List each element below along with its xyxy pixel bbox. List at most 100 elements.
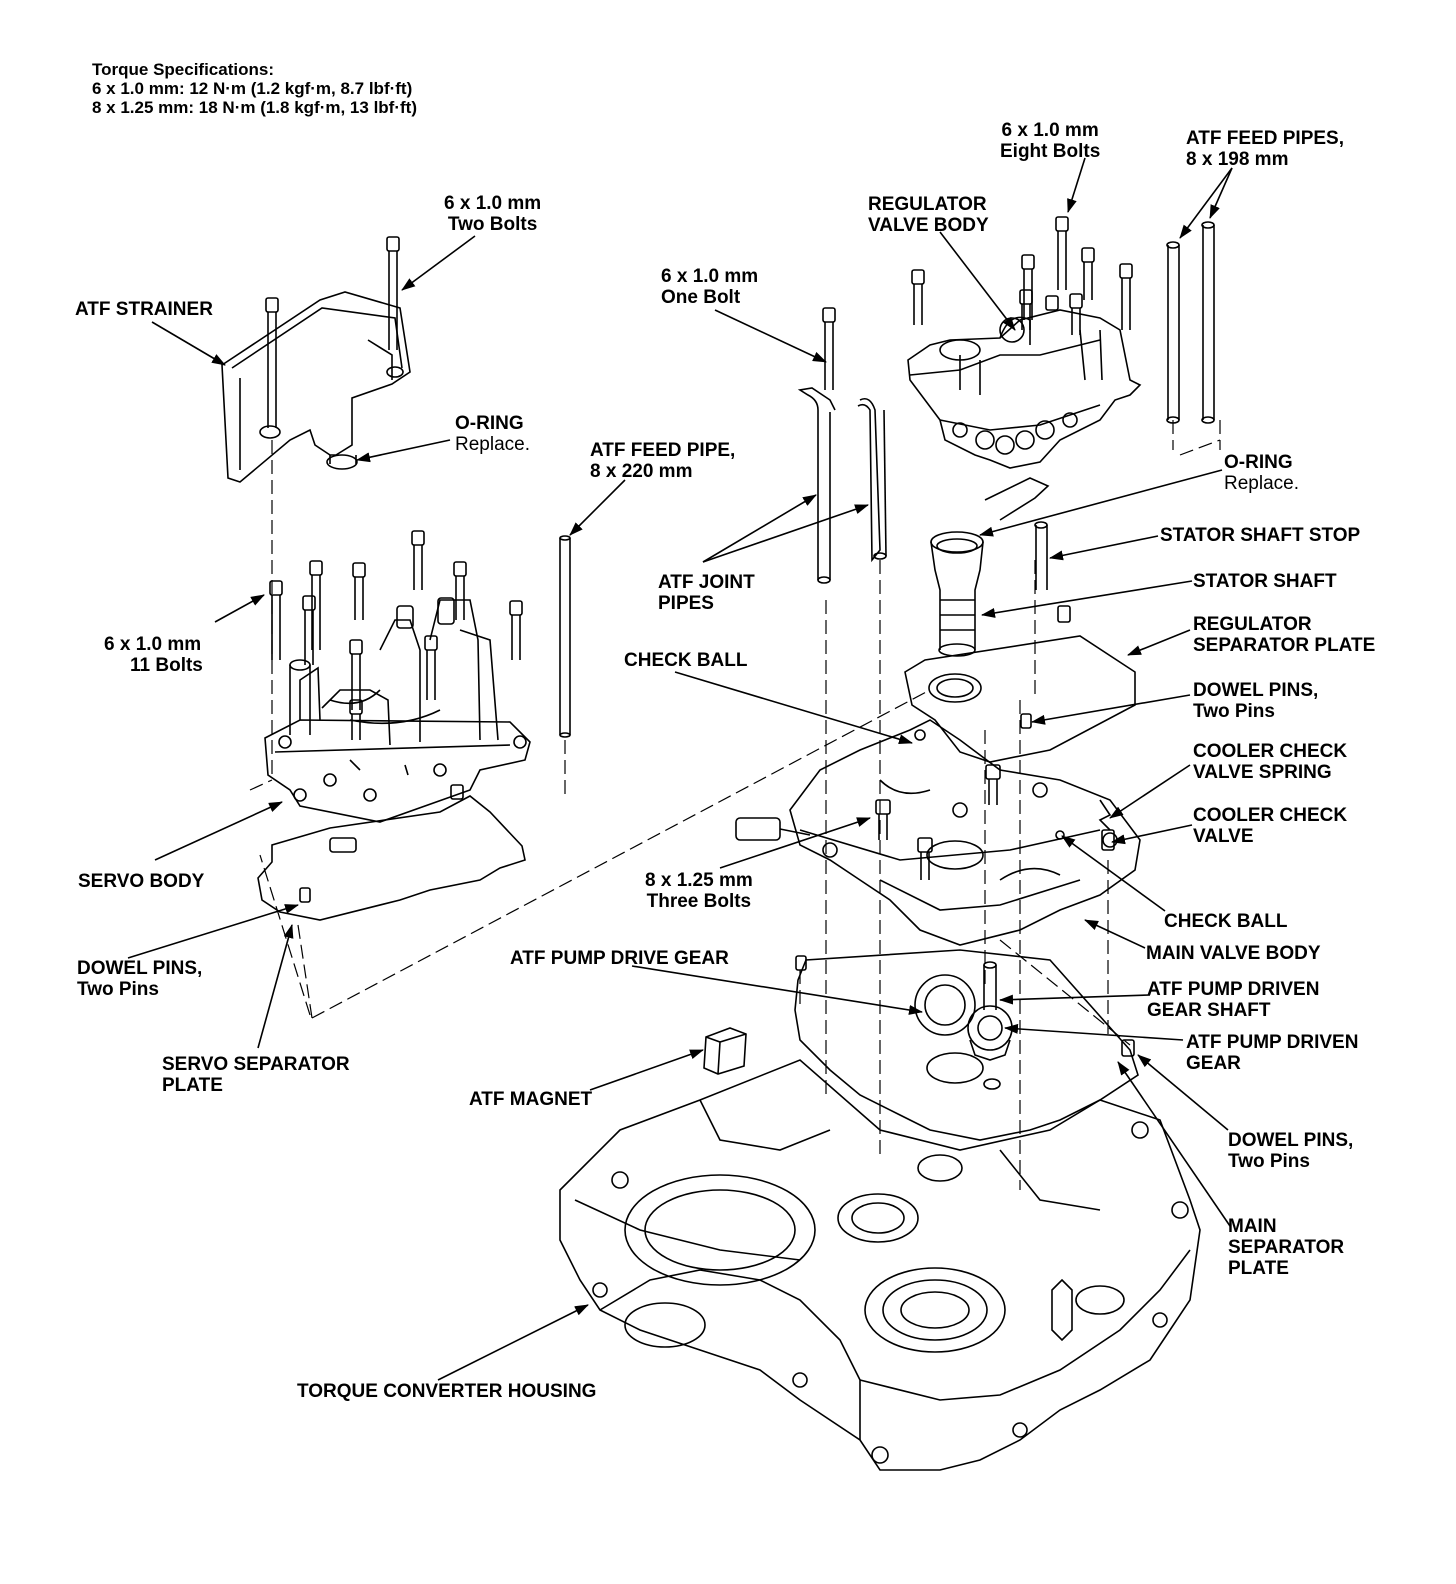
leader-arrows <box>127 157 1233 1381</box>
feed-pipes-198-part <box>1166 221 1215 424</box>
label-line: ATF STRAINER <box>75 299 213 320</box>
label-line: STATOR SHAFT STOP <box>1160 525 1361 546</box>
label-line: ATF MAGNET <box>469 1089 593 1110</box>
label-cooler-check-valve: COOLER CHECK VALVE <box>1193 805 1347 847</box>
label-line: Eight Bolts <box>1000 141 1101 162</box>
label-line: Two Pins <box>1193 701 1275 722</box>
label-line: One Bolt <box>661 287 741 308</box>
servo-body-part <box>264 597 531 823</box>
label-line: 11 Bolts <box>130 655 203 676</box>
label-line: 6 x 1.0 mm <box>444 193 542 214</box>
label-line: Two Bolts <box>447 214 538 235</box>
servo-bolts <box>269 530 523 800</box>
main-valve-body-part <box>735 719 1141 946</box>
label-line: DOWEL PINS, <box>77 958 203 979</box>
label-line: DOWEL PINS, <box>1193 680 1319 701</box>
label-one-bolt: 6 x 1.0 mm One Bolt <box>661 266 758 308</box>
label-line: PLATE <box>1228 1258 1289 1279</box>
torque-specifications: Torque Specifications: 6 x 1.0 mm: 12 N·… <box>92 60 417 117</box>
label-line: TORQUE CONVERTER HOUSING <box>297 1381 597 1402</box>
label-dowel-pins-main: DOWEL PINS, Two Pins <box>1228 1130 1353 1172</box>
label-main-separator-plate: MAIN SEPARATOR PLATE <box>1228 1216 1344 1279</box>
label-dowel-pins-servo: DOWEL PINS, Two Pins <box>77 958 202 1000</box>
label-line: 6 x 1.0 mm <box>661 266 759 287</box>
label-line: SEPARATOR PLATE <box>1193 635 1376 656</box>
label-line: PLATE <box>162 1075 223 1096</box>
label-servo-eleven-bolts: 6 x 1.0 mm 11 Bolts <box>104 634 203 676</box>
label-line: ATF JOINT <box>658 572 755 593</box>
label-line: REGULATOR <box>868 194 987 215</box>
label-line: ATF PUMP DRIVEN <box>1186 1032 1359 1053</box>
servo-separator-plate-part <box>257 795 526 921</box>
label-line: ATF PUMP DRIVE GEAR <box>510 948 729 969</box>
label-eight-bolts: 6 x 1.0 mm Eight Bolts <box>1000 120 1100 162</box>
label-line: 6 x 1.0 mm <box>104 634 202 655</box>
label-atf-feed-pipes-198: ATF FEED PIPES, 8 x 198 mm <box>1186 128 1344 170</box>
label-line: 6 x 1.0 mm <box>1001 120 1099 141</box>
label-line: SERVO BODY <box>78 871 205 892</box>
regulator-bolts <box>911 216 1133 335</box>
label-line: VALVE SPRING <box>1193 762 1332 783</box>
label-line: O-RING <box>455 413 524 434</box>
label-note: Replace. <box>1224 473 1299 494</box>
label-atf-magnet: ATF MAGNET <box>469 1089 592 1110</box>
label-main-three-bolts: 8 x 1.25 mm Three Bolts <box>645 870 753 912</box>
label-line: DOWEL PINS, <box>1228 1130 1354 1151</box>
label-atf-feed-pipe-220: ATF FEED PIPE, 8 x 220 mm <box>590 440 735 482</box>
label-dowel-pins-regulator: DOWEL PINS, Two Pins <box>1193 680 1318 722</box>
label-line: COOLER CHECK <box>1193 741 1348 762</box>
joint-pipes-part <box>797 387 887 584</box>
pump-gears-part <box>914 961 1013 1090</box>
label-stator-shaft: STATOR SHAFT <box>1193 571 1337 592</box>
label-torque-converter-housing: TORQUE CONVERTER HOUSING <box>297 1381 596 1402</box>
label-atf-strainer: ATF STRAINER <box>75 299 213 320</box>
label-strainer-two-bolts: 6 x 1.0 mm Two Bolts <box>444 193 541 235</box>
label-line: COOLER CHECK <box>1193 805 1348 826</box>
label-stator-o-ring: O-RING Replace. <box>1224 452 1299 494</box>
atf-magnet-part <box>703 1027 747 1075</box>
torque-spec-line: 8 x 1.25 mm: 18 N·m (1.8 kgf·m, 13 lbf·f… <box>92 98 417 117</box>
label-line: CHECK BALL <box>1164 911 1288 932</box>
label-line: STATOR SHAFT <box>1193 571 1337 592</box>
label-line: ATF FEED PIPES, <box>1186 128 1345 149</box>
alignment-lines <box>249 420 1221 1190</box>
label-line: VALVE BODY <box>868 215 989 236</box>
label-atf-pump-drive-gear: ATF PUMP DRIVE GEAR <box>510 948 729 969</box>
label-main-valve-body: MAIN VALVE BODY <box>1146 943 1321 964</box>
label-line: 8 x 198 mm <box>1186 149 1289 170</box>
label-check-ball-lower: CHECK BALL <box>1164 911 1288 932</box>
label-line: SERVO SEPARATOR <box>162 1054 350 1075</box>
feed-pipe-220-part <box>559 535 571 738</box>
label-stator-shaft-stop: STATOR SHAFT STOP <box>1160 525 1360 546</box>
label-atf-pump-driven-gear: ATF PUMP DRIVEN GEAR <box>1186 1032 1358 1074</box>
stator-shaft-stop-part <box>1034 521 1048 590</box>
main-separator-plate-part <box>794 949 1139 1141</box>
label-servo-body: SERVO BODY <box>78 871 204 892</box>
torque-spec-line: 6 x 1.0 mm: 12 N·m (1.2 kgf·m, 8.7 lbf·f… <box>92 79 413 98</box>
label-line: GEAR SHAFT <box>1147 1000 1271 1021</box>
label-atf-joint-pipes: ATF JOINT PIPES <box>658 572 755 614</box>
label-strainer-o-ring: O-RING Replace. <box>455 413 530 455</box>
label-line: ATF FEED PIPE, <box>590 440 736 461</box>
regulator-valve-body-part <box>907 309 1142 469</box>
label-regulator-separator-plate: REGULATOR SEPARATOR PLATE <box>1193 614 1375 656</box>
label-regulator-valve-body: REGULATOR VALVE BODY <box>868 194 989 236</box>
label-line: O-RING <box>1224 452 1293 473</box>
label-check-ball-upper: CHECK BALL <box>624 650 748 671</box>
label-line: PIPES <box>658 593 714 614</box>
stator-shaft-part <box>930 477 1050 657</box>
label-line: SEPARATOR <box>1228 1237 1345 1258</box>
label-line: 8 x 1.25 mm <box>645 870 753 891</box>
one-bolt <box>822 307 836 390</box>
label-line: CHECK BALL <box>624 650 748 671</box>
label-line: GEAR <box>1186 1053 1241 1074</box>
label-note: Replace. <box>455 434 530 455</box>
label-line: Two Pins <box>1228 1151 1310 1172</box>
label-line: Three Bolts <box>646 891 752 912</box>
torque-specs-heading: Torque Specifications: <box>92 60 274 79</box>
label-atf-pump-driven-gear-shaft: ATF PUMP DRIVEN GEAR SHAFT <box>1147 979 1319 1021</box>
main-valve-body-bolts <box>875 764 1001 880</box>
strainer-bolts <box>265 236 400 428</box>
